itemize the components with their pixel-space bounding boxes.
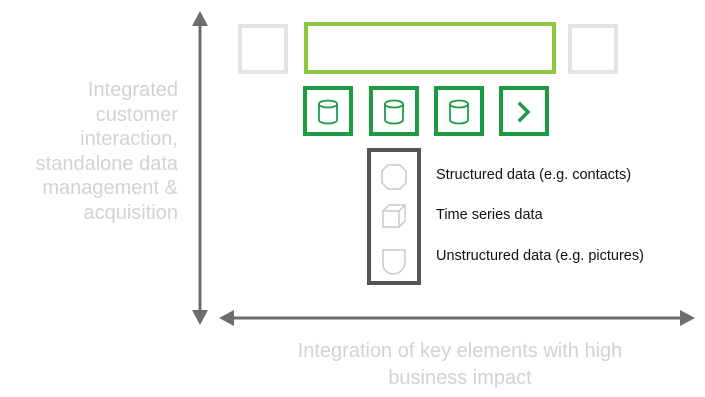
- database-icon: [318, 99, 338, 125]
- legend-label-structured: Structured data (e.g. contacts): [436, 167, 632, 183]
- tile-database-2: [369, 86, 419, 136]
- cube-icon: [382, 204, 406, 228]
- tile-chevron: [499, 86, 549, 136]
- y-axis-arrowhead-bottom: [192, 310, 208, 325]
- legend-panel: [367, 148, 421, 285]
- database-icon: [384, 99, 404, 125]
- legend-label-unstructured: Unstructured data (e.g. pictures): [436, 248, 644, 264]
- chevron-right-icon: [517, 101, 531, 123]
- x-axis-arrowhead-left: [219, 310, 234, 326]
- tile-database-1: [303, 86, 353, 136]
- database-icon: [449, 99, 469, 125]
- integration-bar: [304, 22, 556, 74]
- ghost-box-left: [238, 24, 288, 74]
- y-axis-label: Integrated customer interaction, standal…: [35, 79, 178, 224]
- x-axis-label: Integration of key elements with high bu…: [297, 340, 623, 389]
- octagon-icon: [381, 164, 407, 190]
- x-axis-arrowhead: [680, 310, 695, 326]
- legend-label-time-series: Time series data: [436, 207, 543, 223]
- leaf-shape-icon: [382, 249, 406, 275]
- y-axis-arrowhead: [192, 11, 208, 26]
- tile-database-3: [434, 86, 484, 136]
- ghost-box-right: [568, 24, 618, 74]
